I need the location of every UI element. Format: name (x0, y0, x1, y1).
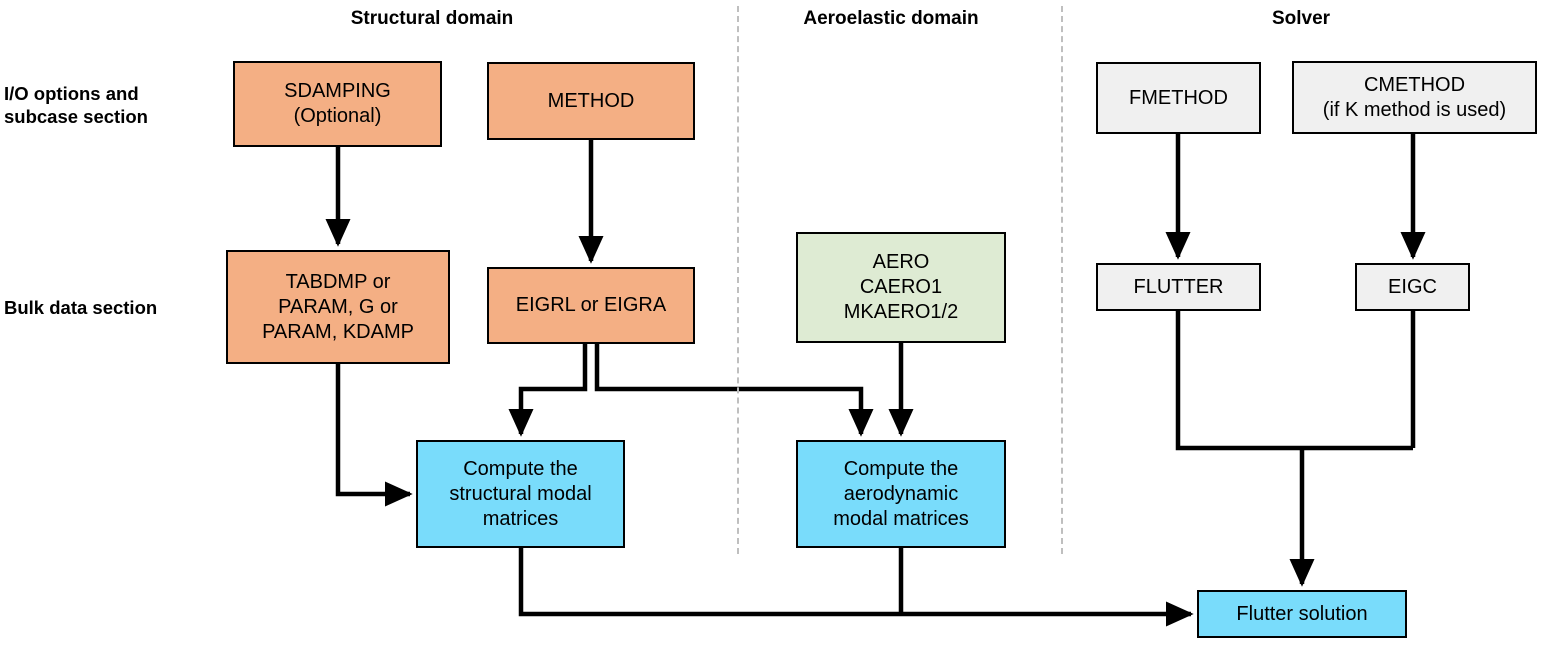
node-compute-aerodynamic[interactable]: Compute the aerodynamic modal matrices (796, 440, 1006, 548)
column-title-aeroelastic: Aeroelastic domain (803, 8, 979, 29)
node-eigc[interactable]: EIGC (1355, 263, 1470, 311)
node-compute-structural[interactable]: Compute the structural modal matrices (416, 440, 625, 548)
node-flutter[interactable]: FLUTTER (1096, 263, 1261, 311)
row-label-io-subcase: I/O options and subcase section (4, 83, 148, 127)
node-aero[interactable]: AERO CAERO1 MKAERO1/2 (796, 232, 1006, 343)
connector-compute-structural-to-solution (518, 548, 1194, 627)
connector-eigrl-to-compute-aerodynamic (594, 344, 874, 437)
divider-structural-aeroelastic (737, 6, 739, 554)
node-sdamping[interactable]: SDAMPING (Optional) (233, 61, 442, 147)
divider-aeroelastic-solver (1061, 6, 1063, 554)
connector-eigrl-to-compute-structural (508, 344, 588, 437)
node-fmethod[interactable]: FMETHOD (1096, 62, 1261, 134)
row-label-bulk-data: Bulk data section (4, 297, 158, 318)
node-flutter-solution[interactable]: Flutter solution (1197, 590, 1407, 638)
node-cmethod[interactable]: CMETHOD (if K method is used) (1292, 61, 1537, 134)
connector-tabdmp-to-compute-structural (335, 364, 413, 507)
connector-flutter-eigc-to-solution (1175, 311, 1413, 584)
node-tabdmp[interactable]: TABDMP or PARAM, G or PARAM, KDAMP (226, 250, 450, 364)
node-eigrl[interactable]: EIGRL or EIGRA (487, 267, 695, 344)
column-title-solver: Solver (1271, 8, 1331, 29)
node-method[interactable]: METHOD (487, 62, 695, 140)
column-title-structural: Structural domain (350, 8, 514, 29)
